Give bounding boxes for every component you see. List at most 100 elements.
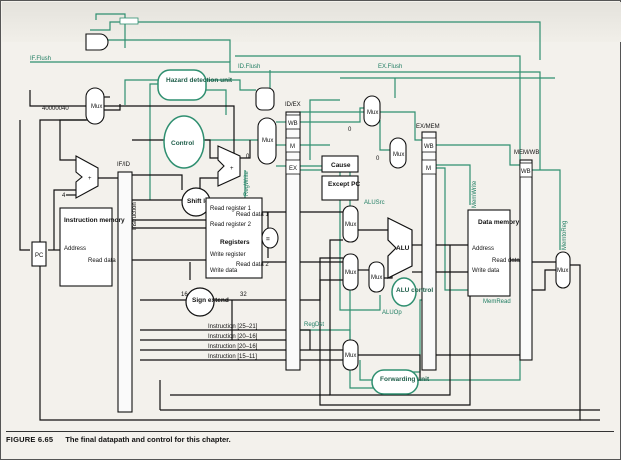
svg-text:Mux: Mux <box>367 110 378 116</box>
branch-adder <box>217 145 241 187</box>
data-memory <box>467 209 511 297</box>
read-register-1: Read register 1 <box>210 206 252 212</box>
regdst-mux <box>342 339 359 371</box>
instr-20-16-b: Instruction [20–16] <box>208 344 258 350</box>
shift-left-label: Shift left 2 <box>187 198 219 205</box>
if-id-register <box>117 171 133 413</box>
bits-32: 32 <box>240 292 247 298</box>
memtoreg-label: MemtoReg <box>562 221 568 250</box>
instruction-memory <box>59 207 113 287</box>
hazard-detection-unit <box>157 69 207 101</box>
equality-comparator <box>261 227 279 249</box>
alu <box>387 217 413 279</box>
read-data-1: Read data 1 <box>236 212 269 218</box>
alu-label: ALU <box>396 245 410 252</box>
svg-text:+: + <box>230 166 234 172</box>
ex-mem-m: M <box>426 166 431 172</box>
id-ex-m: M <box>290 144 295 150</box>
control-label: Control <box>171 140 194 147</box>
alu-forward-mux-a <box>342 205 359 243</box>
bits-16: 16 <box>181 292 188 298</box>
figure-caption: FIGURE 6.65 The final datapath and contr… <box>6 431 614 444</box>
pc-mux <box>85 87 105 125</box>
alu-forward-mux-b <box>342 253 359 291</box>
write-data: Write data <box>210 268 238 274</box>
svg-text:Mux: Mux <box>345 222 356 228</box>
sign-extend <box>185 287 215 317</box>
read-data-2: Read data 2 <box>236 262 269 268</box>
ex-flush-mux-wb <box>363 95 381 127</box>
alusrc-mux <box>368 261 385 293</box>
svg-text:Mux: Mux <box>371 275 382 281</box>
const-four: 4 <box>62 193 66 199</box>
pipeline-registers: IF/ID ID/EX EX/MEM MEM/WB WB M EX WB M W… <box>117 102 539 413</box>
read-register-2: Read register 2 <box>210 222 252 228</box>
ex-zero-2: 0 <box>376 156 380 162</box>
sign-extend-label: Sign extend <box>192 297 229 304</box>
instr-15-11: Instruction [15–11] <box>208 354 257 360</box>
forwarding-label: Forwarding unit <box>380 376 430 383</box>
if-flush-label: IF.Flush <box>30 56 51 62</box>
cause-label: Cause <box>331 162 351 169</box>
exception-address: 40000040 <box>42 106 69 112</box>
id-flush-label: ID.Flush <box>238 64 260 70</box>
memtoreg-mux <box>555 251 571 289</box>
mem-wb-register <box>519 159 533 361</box>
id-control-mux <box>257 117 277 165</box>
id-ex-label: ID/EX <box>285 102 301 108</box>
pc-adder <box>75 155 99 199</box>
cause-register <box>321 155 359 173</box>
flush-and-gate <box>119 17 139 25</box>
memread-label: MemRead <box>483 299 511 305</box>
data-memory-label: Data memory <box>478 219 520 226</box>
figure-title: The final datapath and control for this … <box>65 435 231 444</box>
mem-wb-label: MEM/WB <box>514 150 539 156</box>
equal-label: = <box>266 236 270 243</box>
alu-control <box>391 277 417 307</box>
datapath-wires <box>19 90 600 421</box>
registers-label: Registers <box>220 239 250 246</box>
instr-25-21: Instruction [25–21] <box>208 324 258 330</box>
id-ex-register <box>285 111 301 371</box>
memwrite-label: MemWrite <box>472 180 478 208</box>
ex-mem-wb: WB <box>424 144 434 150</box>
datapath-diagram: IF/ID ID/EX EX/MEM MEM/WB WB M EX WB M W… <box>19 13 600 421</box>
pc-register <box>31 241 47 267</box>
pc-mux-label: Mux <box>91 104 102 110</box>
id-flush-or-gate <box>255 87 275 111</box>
instruction-bus-label: Instruction <box>132 202 138 230</box>
alusrc-label: ALUSrc <box>364 200 385 206</box>
forwarding-unit <box>371 369 419 395</box>
if-id-label: IF/ID <box>117 162 131 168</box>
ex-flush-mux-m <box>389 137 407 169</box>
branch-and-gate <box>85 33 109 51</box>
ex-zero-1: 0 <box>348 127 352 133</box>
mem-wb-wb: WB <box>521 169 531 175</box>
aluop-label: ALUOp <box>382 310 402 316</box>
register-file <box>205 197 263 279</box>
dmem-read-data: Read data <box>492 258 520 264</box>
imem-address-port: Address <box>64 246 86 252</box>
id-ex-wb: WB <box>288 121 298 127</box>
figure-number: FIGURE 6.65 <box>6 435 54 444</box>
hazard-label: Hazard detection unit <box>166 77 233 84</box>
instr-20-16-a: Instruction [20–16] <box>208 334 258 340</box>
regdst-label: RegDst <box>304 322 324 328</box>
ex-mem-label: EX/MEM <box>416 124 440 130</box>
except-pc-label: Except PC <box>328 181 360 188</box>
svg-text:Mux: Mux <box>345 270 356 276</box>
pc-adder-plus: + <box>88 176 92 182</box>
svg-text:Mux: Mux <box>393 152 404 158</box>
svg-text:Mux: Mux <box>557 268 568 274</box>
write-register: Write register <box>210 252 246 258</box>
id-zero: 0 <box>246 154 250 160</box>
alu-control-label: ALU control <box>396 287 433 294</box>
svg-text:Mux: Mux <box>262 138 273 144</box>
regwrite-label: RegWrite <box>244 170 250 196</box>
except-pc-register <box>321 175 359 201</box>
ex-mem-register <box>421 131 437 371</box>
dmem-write-data: Write data <box>472 268 500 274</box>
pc-label: PC <box>35 253 44 259</box>
control-unit <box>163 115 205 169</box>
ex-flush-label: EX.Flush <box>378 64 402 70</box>
